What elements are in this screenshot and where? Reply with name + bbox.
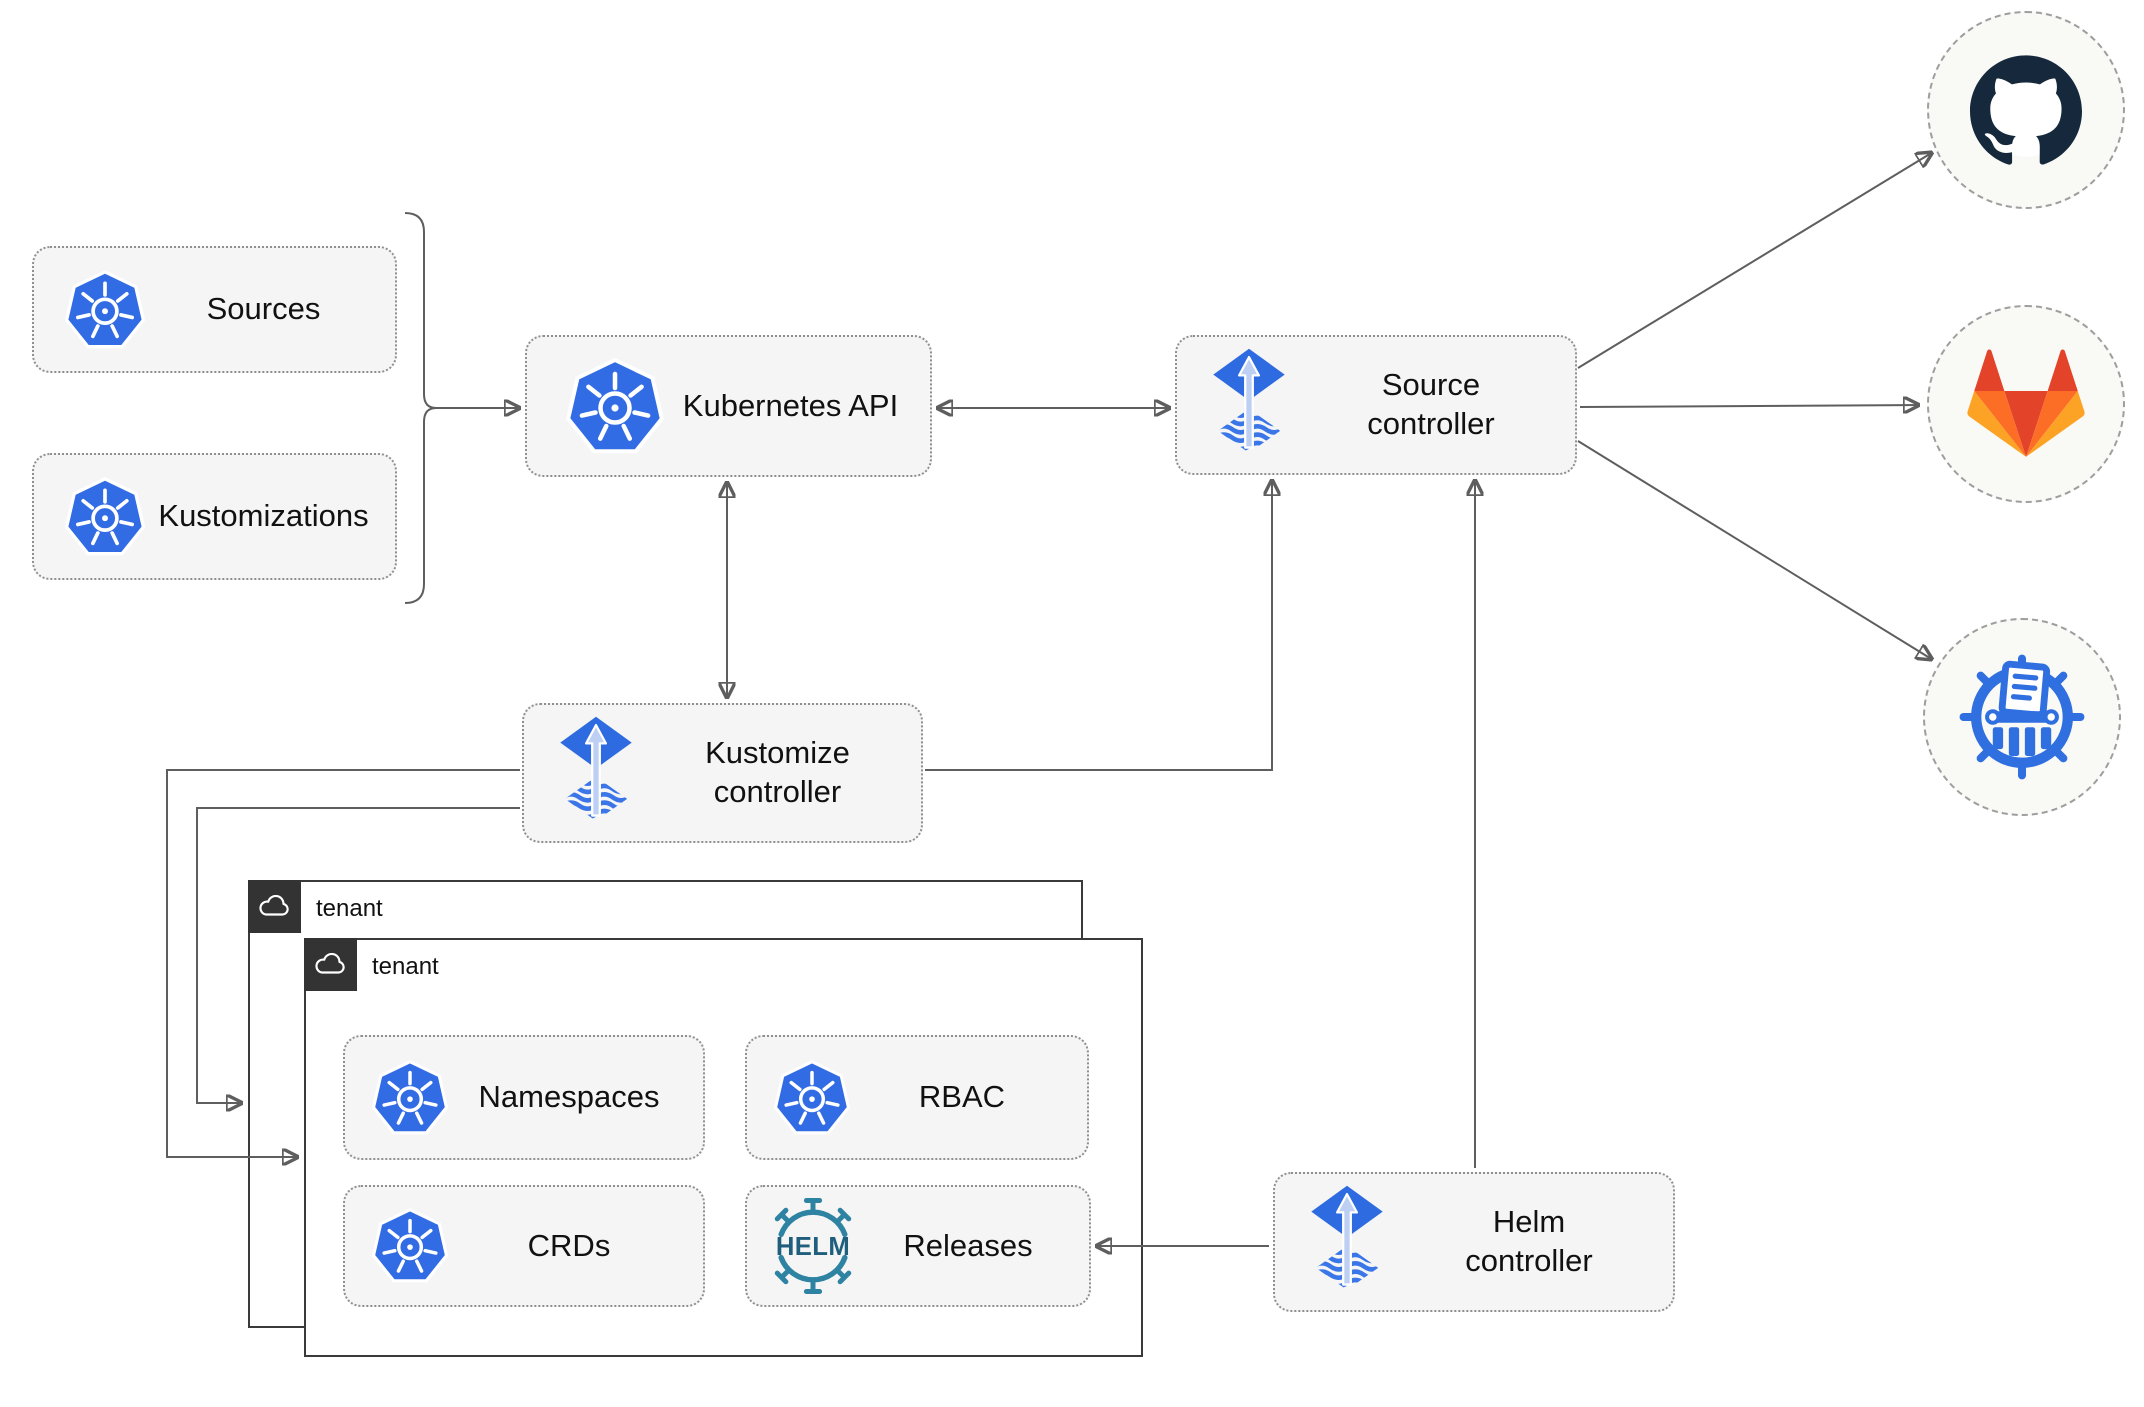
kubernetes-icon [371,1208,449,1284]
kubernetes-icon [64,269,146,350]
node-releases-label: Releases [903,1227,1033,1263]
node-helm-controller-label: Helm controller [1465,1204,1593,1278]
node-crds-label: CRDs [527,1227,611,1263]
node-namespaces-label: Namespaces [478,1079,660,1115]
tenant-front-tab [303,937,357,991]
node-helm-controller: Helm controller [1273,1172,1675,1312]
node-releases: HELM Releases [745,1185,1091,1307]
brace-sources-group [404,212,437,409]
node-kustomize-controller-label: Kustomize controller [705,735,850,809]
tenant-front-label: tenant [372,953,439,980]
node-sources: Sources [32,246,397,373]
brace-sources-group-lower [404,407,437,604]
node-rbac-label: RBAC [918,1079,1006,1115]
remote-github [1927,11,2125,209]
kubernetes-icon [64,476,146,557]
flux-icon [1309,1185,1385,1299]
cloud-icon [259,894,289,916]
node-source-controller-label: Source controller [1367,367,1495,441]
arrow-source-to-chart-repository [1577,440,1933,660]
svg-text:HELM: HELM [776,1233,850,1261]
remote-chart-repository [1923,618,2121,816]
cloud-icon [315,952,345,974]
kubernetes-icon [773,1059,851,1136]
tenant-back-tab [247,879,301,933]
chart-museum-wheel-icon [1959,654,2085,780]
gitlab-fox-icon [1967,349,2085,457]
kubernetes-icon [371,1059,449,1136]
kubernetes-icon [565,357,665,455]
flux-icon [558,716,634,830]
arrow-source-to-gitlab [1579,405,1920,407]
node-kubernetes-api-label: Kubernetes API [682,387,899,423]
arrow-kustomize-to-source-controller [925,479,1272,771]
node-namespaces: Namespaces [343,1035,705,1160]
node-kustomizations: Kustomizations [32,453,397,580]
helm-icon: HELM [765,1198,861,1294]
github-octocat-icon [1970,55,2082,165]
node-kustomizations-label: Kustomizations [158,498,369,534]
node-sources-label: Sources [206,291,321,327]
node-kubernetes-api: Kubernetes API [525,335,932,477]
tenant-back-label: tenant [316,895,383,922]
node-source-controller: Source controller [1175,335,1577,475]
node-kustomize-controller: Kustomize controller [522,703,923,843]
node-rbac: RBAC [745,1035,1089,1160]
flux-icon [1211,348,1287,462]
remote-gitlab [1927,305,2125,503]
node-crds: CRDs [343,1185,705,1307]
arrow-source-to-github [1577,152,1933,369]
